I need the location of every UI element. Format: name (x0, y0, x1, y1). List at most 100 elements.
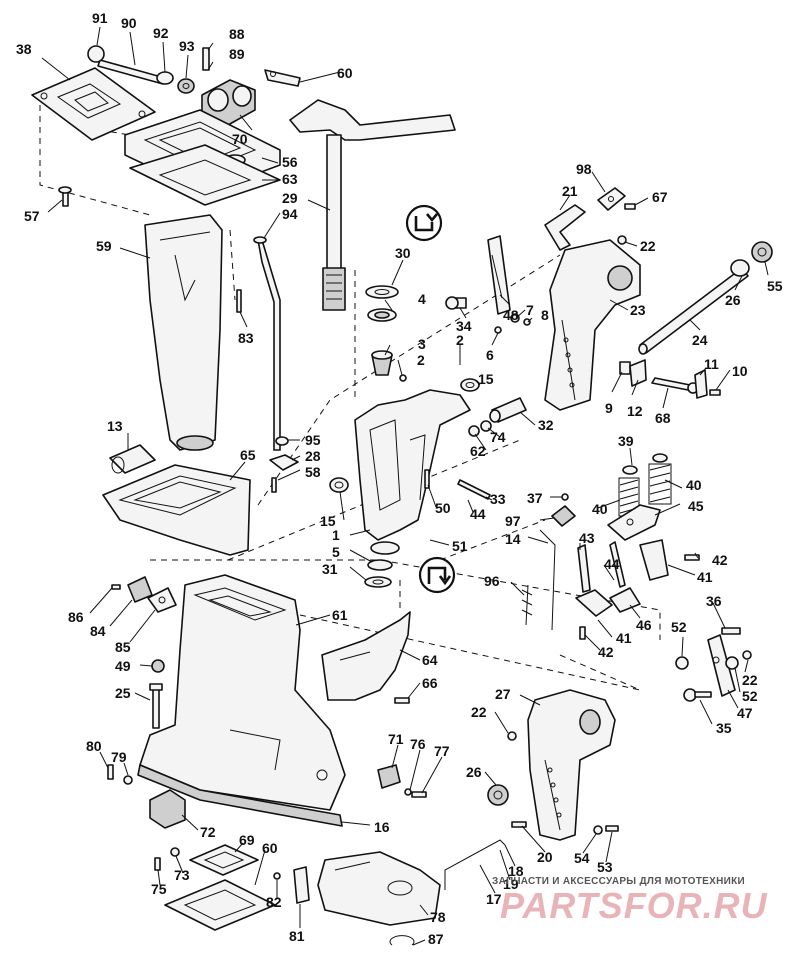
callout-36: 36 (706, 593, 722, 609)
rotate-arrow-icon-upper (405, 204, 443, 242)
watermark-tagline: ЗАПЧАСТИ И АКСЕССУАРЫ ДЛЯ МОТОТЕХНИКИ (492, 876, 745, 887)
part-47-plate (707, 634, 736, 697)
part-35-bolt (683, 688, 712, 702)
callout-34: 34 (456, 318, 472, 334)
part-36-screw (721, 627, 741, 635)
part-98-plate (597, 187, 626, 211)
part-96-spring (521, 584, 533, 626)
callout-44-upper: 44 (470, 506, 486, 522)
callout-89: 89 (229, 46, 245, 62)
callout-78: 78 (430, 909, 446, 925)
callout-94: 94 (282, 206, 298, 222)
callout-93: 93 (179, 38, 195, 54)
callout-46: 46 (636, 617, 652, 633)
callout-88: 88 (229, 26, 245, 42)
callout-27: 27 (495, 686, 511, 702)
part-48-lever (487, 235, 511, 315)
callout-41-right: 41 (697, 569, 713, 585)
callout-61: 61 (332, 607, 348, 623)
part-76-washer (404, 788, 412, 796)
part-5-bushing (367, 559, 393, 571)
part-6-pin (494, 326, 502, 334)
callout-63: 63 (282, 171, 298, 187)
callout-5: 5 (332, 544, 340, 560)
part-38-plate (31, 67, 156, 141)
part-11-clip (694, 369, 708, 399)
part-57-screw (58, 186, 72, 207)
part-22-screw-upper (617, 235, 627, 245)
callout-55: 55 (767, 278, 783, 294)
callout-67: 67 (652, 189, 668, 205)
part-33-rod (457, 479, 491, 500)
callout-22-lower: 22 (471, 704, 487, 720)
watermark: ЗАПЧАСТИ И АКСЕССУАРЫ ДЛЯ МОТОТЕХНИКИ PA… (492, 876, 768, 926)
part-61-housing (139, 574, 346, 811)
callout-1: 1 (332, 527, 340, 543)
callout-70: 70 (232, 131, 248, 147)
part-54-53-screws (593, 825, 619, 835)
part-85-plate (147, 587, 177, 613)
part-2-grease-fitting (399, 374, 407, 382)
part-40-spring-right (648, 453, 672, 505)
callout-57: 57 (24, 208, 40, 224)
rotate-arrow-icon-lower (418, 556, 456, 594)
callout-22-right: 22 (742, 672, 758, 688)
callout-10: 10 (732, 363, 748, 379)
callout-86: 86 (68, 609, 84, 625)
part-31-washer (364, 576, 392, 588)
callout-66: 66 (422, 675, 438, 691)
callout-71: 71 (388, 731, 404, 747)
part-23-stern-bracket (544, 239, 641, 411)
callout-50: 50 (435, 500, 451, 516)
part-45-plate (607, 504, 661, 541)
callout-3: 3 (418, 336, 426, 352)
callout-81: 81 (289, 928, 305, 944)
part-16-strip (137, 764, 343, 827)
part-29-steering-arm (289, 99, 456, 311)
part-60-bracket (264, 69, 301, 87)
part-60-seal (164, 879, 276, 931)
part-75-screw (154, 857, 161, 871)
callout-83: 83 (238, 330, 254, 346)
callout-64: 64 (422, 652, 438, 668)
leader-lines (41, 26, 769, 946)
callout-20: 20 (537, 849, 553, 865)
callout-40-right: 40 (686, 477, 702, 493)
part-20-screw (511, 821, 527, 828)
callout-85: 85 (115, 639, 131, 655)
callout-59: 59 (96, 238, 112, 254)
callout-92: 92 (153, 25, 169, 41)
part-79-washer (123, 775, 133, 785)
callout-35: 35 (716, 720, 732, 736)
part-40-spring-left (618, 465, 640, 517)
part-66-screw (394, 697, 410, 704)
callout-45: 45 (688, 498, 704, 514)
callout-90: 90 (121, 15, 137, 31)
part-22-screw-right (742, 650, 752, 660)
part-80-screw (107, 764, 114, 780)
parts (31, 45, 773, 946)
part-15-washer-lower (329, 477, 349, 493)
part-15-washer-upper (460, 378, 480, 392)
part-82-screw (273, 872, 281, 880)
callout-97: 97 (505, 513, 521, 529)
callout-80: 80 (86, 738, 102, 754)
part-7-8-nut (510, 313, 531, 326)
callout-47: 47 (737, 705, 753, 721)
part-77-screw (411, 791, 427, 798)
part-65-pan (102, 464, 251, 556)
part-4-bushing (367, 308, 397, 322)
callout-7: 7 (526, 302, 534, 318)
part-17-rod (444, 839, 506, 890)
callout-19: 19 (503, 876, 519, 892)
part-34-pin (445, 296, 467, 310)
callout-25: 25 (115, 685, 131, 701)
part-3-bushing (371, 350, 393, 376)
part-81-plate (293, 866, 310, 904)
callout-22-upper: 22 (640, 238, 656, 254)
callout-26-lower: 26 (466, 764, 482, 780)
part-97-cam (551, 505, 576, 527)
part-43-44-links (575, 539, 669, 617)
watermark-brand: PARTSFOR.RU (500, 885, 768, 926)
callout-52-lower: 52 (742, 688, 758, 704)
